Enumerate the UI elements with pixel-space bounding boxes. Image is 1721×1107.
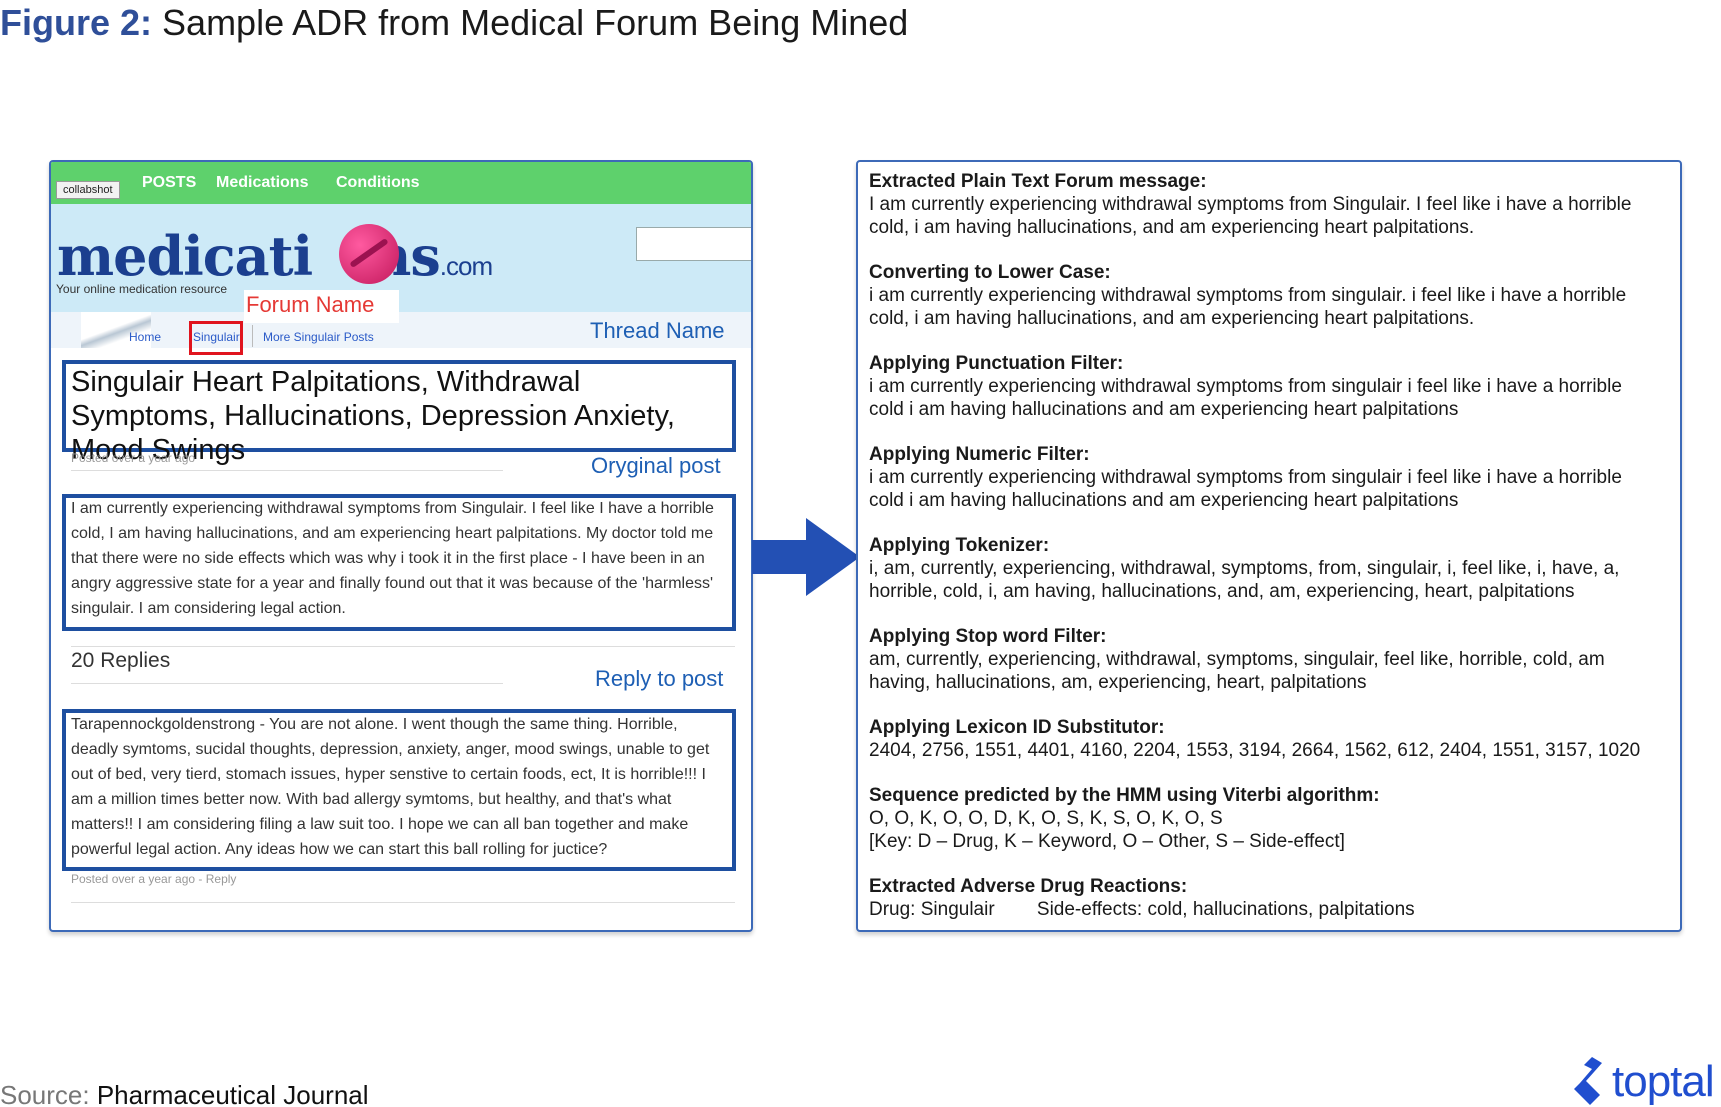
step-heading: Sequence predicted by the HMM using Vite… (869, 785, 1380, 806)
reply-posted-meta: Posted over a year ago - Reply (71, 872, 237, 886)
step-heading: Extracted Adverse Drug Reactions: (869, 876, 1188, 897)
thread-title-highlight (62, 360, 736, 452)
brand-name: toptal (1612, 1057, 1715, 1106)
annotation-forum-name: Forum Name (246, 292, 375, 317)
step-lexicon-id: Applying Lexicon ID Substitutor: 2404, 2… (869, 716, 1680, 762)
step-tokenizer: Applying Tokenizer: i, am, currently, ex… (869, 534, 1680, 603)
figure-title: Figure 2: Sample ADR from Medical Forum … (0, 2, 908, 44)
step-extracted-adr: Extracted Adverse Drug Reactions: Drug: … (869, 875, 1680, 921)
step-line: having, hallucinations, am, experiencing… (869, 672, 1367, 693)
right-arrow-icon (752, 518, 860, 596)
source-label: Source: (0, 1080, 90, 1107)
reply-post-text: Tarapennockgoldenstrong - You are not al… (71, 716, 710, 858)
breadcrumb-singulair[interactable]: Singulair (193, 330, 240, 344)
figure-title-text: Sample ADR from Medical Forum Being Mine… (162, 2, 909, 43)
toptal-logo-icon (1574, 1057, 1602, 1105)
step-numeric-filter: Applying Numeric Filter: i am currently … (869, 443, 1680, 512)
step-lower-case: Converting to Lower Case: i am currently… (869, 261, 1680, 330)
step-line: cold, i am having hallucinations, and am… (869, 308, 1475, 329)
thread-title: Singulair Heart Palpitations, Withdrawal… (71, 366, 675, 466)
step-line: cold i am having hallucinations and am e… (869, 490, 1459, 511)
divider (71, 470, 503, 471)
step-hmm-sequence: Sequence predicted by the HMM using Vite… (869, 784, 1680, 853)
breadcrumb-separator (252, 325, 253, 347)
logo-domain: .com (439, 251, 493, 281)
step-plain-text: Extracted Plain Text Forum message: I am… (869, 170, 1680, 239)
divider (71, 646, 735, 647)
step-line: [Key: D – Drug, K – Keyword, O – Other, … (869, 831, 1345, 852)
step-heading: Applying Punctuation Filter: (869, 353, 1124, 374)
divider (71, 683, 503, 684)
reply-post-highlight (62, 709, 736, 871)
replies-count: 20 Replies (71, 649, 171, 672)
site-search-input[interactable] (636, 227, 751, 261)
step-punctuation-filter: Applying Punctuation Filter: i am curren… (869, 352, 1680, 421)
step-heading: Converting to Lower Case: (869, 262, 1111, 283)
step-line: i am currently experiencing withdrawal s… (869, 467, 1622, 488)
source-credit: Source: Pharmaceutical Journal (0, 1080, 369, 1107)
forum-masthead (51, 204, 751, 314)
step-line: i am currently experiencing withdrawal s… (869, 285, 1627, 306)
original-post-text: I am currently experiencing withdrawal s… (71, 500, 714, 617)
step-line: O, O, K, O, O, D, K, O, S, K, S, O, K, O… (869, 808, 1223, 829)
forum-nav-bar (51, 162, 751, 204)
site-tagline: Your online medication resource (56, 282, 227, 296)
breadcrumb-home[interactable]: Home (129, 330, 162, 344)
breadcrumb-more-posts[interactable]: More Singulair Posts (263, 330, 374, 344)
step-line: 2404, 2756, 1551, 4401, 4160, 2204, 1553… (869, 740, 1641, 761)
step-line: am, currently, experiencing, withdrawal,… (869, 649, 1605, 670)
breadcrumb-bar (51, 312, 751, 348)
step-stop-word-filter: Applying Stop word Filter: am, currently… (869, 625, 1680, 694)
forum-name-highlight (189, 321, 243, 355)
nav-conditions[interactable]: Conditions (336, 174, 420, 191)
annotation-thread-name: Thread Name (590, 318, 725, 343)
thread-posted-meta: Posted over a year ago (71, 451, 196, 465)
annotation-original-post: Oryginal post (591, 453, 721, 478)
page-curl-decoration (81, 312, 151, 348)
nav-posts[interactable]: POSTS (142, 174, 197, 191)
figure-number: Figure 2: (0, 2, 153, 43)
forum-name-tab (244, 290, 399, 323)
original-post-highlight (62, 494, 736, 631)
step-line: Drug: Singulair Side-effects: cold, hall… (869, 899, 1415, 920)
divider (71, 902, 735, 903)
text-mining-pipeline-panel: Extracted Plain Text Forum message: I am… (856, 160, 1682, 932)
step-line: I am currently experiencing withdrawal s… (869, 194, 1632, 215)
step-line: i, am, currently, experiencing, withdraw… (869, 558, 1620, 579)
collabshot-badge: collabshot (56, 181, 120, 199)
step-heading: Applying Lexicon ID Substitutor: (869, 717, 1165, 738)
nav-medications[interactable]: Medications (216, 174, 309, 191)
step-line: horrible, cold, i, am having, hallucinat… (869, 581, 1575, 602)
step-heading: Extracted Plain Text Forum message: (869, 171, 1207, 192)
forum-screenshot-panel: collabshot POSTS Medications Conditions … (49, 160, 753, 932)
step-line: cold i am having hallucinations and am e… (869, 399, 1459, 420)
step-heading: Applying Numeric Filter: (869, 444, 1090, 465)
logo-text-start: medicati (57, 224, 313, 288)
step-line: cold, i am having hallucinations, and am… (869, 217, 1475, 238)
step-line: i am currently experiencing withdrawal s… (869, 376, 1622, 397)
source-value: Pharmaceutical Journal (96, 1080, 369, 1107)
step-heading: Applying Stop word Filter: (869, 626, 1107, 647)
step-heading: Applying Tokenizer: (869, 535, 1050, 556)
annotation-reply-to-post: Reply to post (595, 666, 724, 691)
